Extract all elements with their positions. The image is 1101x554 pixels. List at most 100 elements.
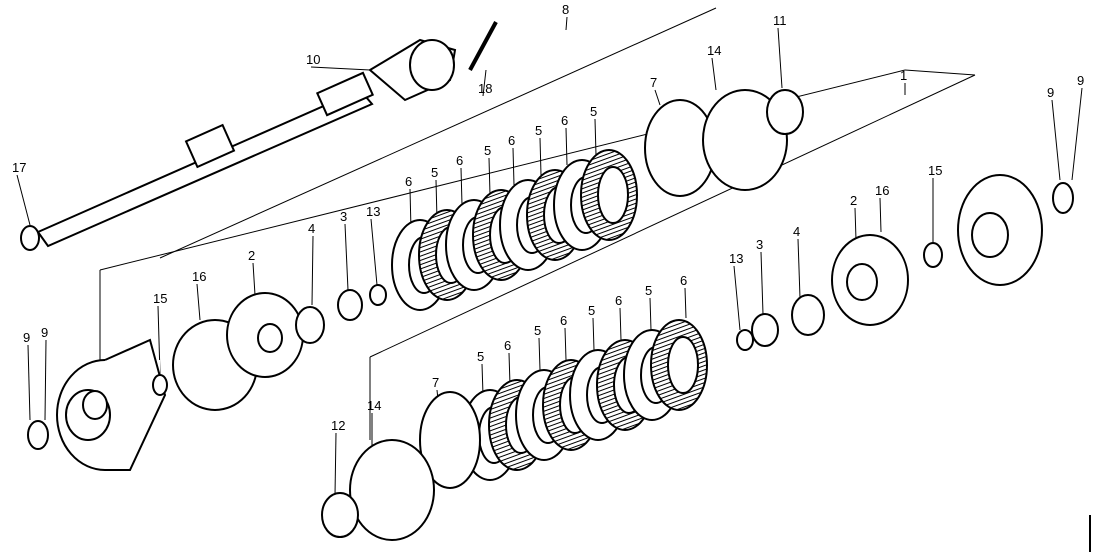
leader-line	[310, 66, 371, 71]
callout-14: 14	[707, 43, 721, 58]
leader-line	[879, 197, 882, 233]
callout-16: 16	[192, 269, 206, 284]
leader-line	[196, 283, 201, 321]
leader-line	[797, 238, 801, 299]
bolt	[468, 21, 498, 71]
callout-9: 9	[41, 325, 48, 340]
callout-9: 9	[23, 330, 30, 345]
callout-5: 5	[431, 165, 438, 180]
leader-line	[711, 57, 717, 91]
snap-ring-9-left	[27, 420, 49, 450]
callout-5: 5	[484, 143, 491, 158]
callout-6: 6	[615, 293, 622, 308]
callout-6: 6	[405, 174, 412, 189]
snap-ring-13-left	[369, 284, 387, 306]
piston-right	[831, 234, 909, 326]
callout-9: 9	[1047, 85, 1054, 100]
callout-5: 5	[588, 303, 595, 318]
callout-11: 11	[773, 13, 787, 28]
callout-5: 5	[590, 104, 597, 119]
end-plate-7-lower	[419, 391, 481, 489]
callout-6: 6	[680, 273, 687, 288]
leader-line	[344, 223, 349, 291]
callout-7: 7	[432, 375, 439, 390]
retainer-3-right	[751, 313, 779, 347]
leader-line	[27, 344, 31, 421]
leader-line	[508, 352, 511, 386]
sealing-ring-17	[20, 225, 40, 251]
callout-7: 7	[650, 75, 657, 90]
callout-6: 6	[561, 113, 568, 128]
leader-line	[252, 262, 256, 296]
leader-line	[777, 27, 783, 89]
o-ring-15-right	[923, 242, 943, 268]
leader-line	[539, 137, 542, 176]
callout-13: 13	[729, 251, 743, 266]
callout-13: 13	[366, 204, 380, 219]
callout-4: 4	[308, 221, 315, 236]
leader-line	[488, 157, 491, 196]
leader-line	[44, 339, 47, 421]
leader-line	[481, 363, 484, 396]
callout-6: 6	[456, 153, 463, 168]
group-bracket-line	[904, 69, 976, 76]
callout-16: 16	[875, 183, 889, 198]
callout-18: 18	[478, 81, 492, 96]
thrust-washer-12	[321, 492, 359, 538]
leader-line	[649, 297, 652, 331]
main-shaft	[36, 71, 375, 248]
group-bracket-line	[159, 7, 717, 259]
callout-8: 8	[562, 2, 569, 17]
leader-line	[482, 69, 487, 97]
callout-5: 5	[645, 283, 652, 298]
callout-5: 5	[535, 123, 542, 138]
disc-bore	[667, 336, 699, 394]
callout-2: 2	[248, 248, 255, 263]
callout-2: 2	[850, 193, 857, 208]
snap-ring-9-right	[1052, 182, 1074, 214]
leader-line	[619, 307, 622, 341]
o-ring-15-left	[152, 374, 168, 396]
leader-line	[594, 118, 597, 156]
leader-line	[538, 337, 541, 371]
leader-line	[684, 287, 687, 319]
clutch-discs-upper	[391, 149, 638, 311]
clutch-discs-lower	[461, 319, 708, 481]
leader-line	[460, 167, 463, 206]
callout-10: 10	[306, 52, 320, 67]
thrust-washer-11	[766, 89, 804, 135]
clutch-drum-right	[957, 174, 1043, 286]
leader-line	[733, 265, 741, 331]
stator-support	[368, 38, 457, 102]
leader-line	[592, 317, 595, 351]
leader-line	[760, 251, 764, 315]
callout-1: 1	[900, 68, 907, 83]
callout-14: 14	[367, 398, 381, 413]
callout-3: 3	[756, 237, 763, 252]
leader-line	[16, 174, 31, 226]
parts	[20, 21, 1091, 552]
leader-line	[334, 432, 337, 496]
spring-4-left	[295, 306, 325, 344]
leader-line	[654, 89, 661, 106]
leader-line	[370, 218, 378, 286]
snap-ring-13-right	[736, 329, 754, 351]
clutch-drum-left	[56, 338, 167, 471]
leader-line	[512, 147, 515, 186]
callout-12: 12	[331, 418, 345, 433]
callout-4: 4	[793, 224, 800, 239]
callout-6: 6	[508, 133, 515, 148]
leader-line	[564, 327, 567, 361]
spring-4-right	[791, 294, 825, 336]
callout-3: 3	[340, 209, 347, 224]
retainer-3-left	[337, 289, 363, 321]
snap-ring-14-lower	[349, 439, 435, 541]
callout-15: 15	[928, 163, 942, 178]
group-bracket-line	[369, 74, 976, 358]
leader-line	[311, 235, 314, 306]
callout-9: 9	[1077, 73, 1084, 88]
leader-line	[1051, 99, 1061, 181]
